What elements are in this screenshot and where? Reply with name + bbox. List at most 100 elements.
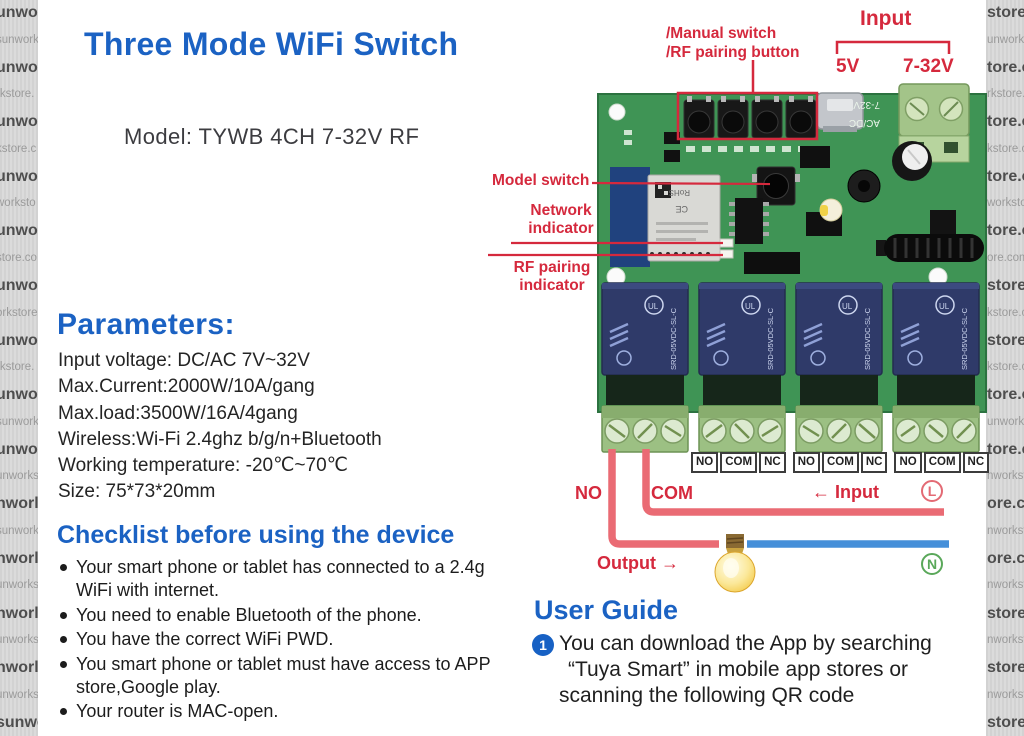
watermark-text: unwo bbox=[0, 276, 38, 294]
manual-buttons bbox=[683, 96, 817, 139]
rf-pairing-annotation: RF pairing indicator bbox=[513, 259, 591, 294]
watermark-text: unworks bbox=[987, 415, 1024, 428]
watermark-text: sunwork bbox=[0, 33, 38, 46]
checklist-item: You need to enable Bluetooth of the phon… bbox=[60, 604, 522, 627]
terminal-label: COM bbox=[821, 452, 859, 473]
watermark-text: unwor bbox=[0, 167, 38, 185]
checklist-item-text: You have the correct WiFi PWD. bbox=[76, 629, 334, 649]
no-wire-label: NO bbox=[575, 483, 602, 503]
silkscreen-acdc: AC/DC bbox=[849, 117, 880, 128]
model-switch-annotation: Model switch bbox=[492, 172, 590, 189]
wiring bbox=[608, 449, 949, 548]
relays: UL SRD-05VDC-SL-C UL SRD-05VDC-SL-C bbox=[601, 282, 980, 405]
checklist-item: Your smart phone or tablet has connected… bbox=[60, 556, 522, 602]
wifi-module: RoHS CE bbox=[610, 167, 721, 267]
watermark-text: worksto bbox=[0, 197, 36, 210]
svg-text:UL: UL bbox=[939, 302, 950, 311]
terminal-label: COM bbox=[923, 452, 961, 473]
checklist: Your smart phone or tablet has connected… bbox=[60, 556, 522, 725]
watermark-strip-left: unwosunworkunworrkstore.unworkstore.cunw… bbox=[0, 0, 38, 736]
com-wire-label: COM bbox=[651, 483, 693, 503]
micro-usb-port bbox=[816, 92, 864, 132]
watermark-text: ore.c bbox=[987, 495, 1024, 513]
user-guide-line: You can download the App by searching bbox=[559, 632, 932, 655]
parameter-line: Working temperature: -20℃~70℃ bbox=[58, 455, 348, 477]
watermark-text: unwo bbox=[0, 331, 38, 349]
watermark-text: nworl bbox=[0, 549, 38, 567]
light-bulb-icon bbox=[714, 534, 756, 593]
watermark-text: tore.c bbox=[987, 440, 1024, 458]
checklist-item: Your router is MAC-open. bbox=[60, 700, 522, 723]
svg-text:SRD-05VDC-SL-C: SRD-05VDC-SL-C bbox=[863, 307, 872, 370]
user-guide-step: 1 You can download the App by searching“… bbox=[532, 631, 1009, 709]
watermark-text: orkstore bbox=[0, 306, 38, 319]
watermark-text: store.co bbox=[0, 251, 37, 264]
terminal-label: NC bbox=[962, 452, 990, 473]
watermark-text: ore.com bbox=[987, 251, 1024, 264]
svg-text:SRD-05VDC-SL-C: SRD-05VDC-SL-C bbox=[669, 307, 678, 370]
checklist-item: You have the correct WiFi PWD. bbox=[60, 628, 522, 651]
bullet-icon bbox=[60, 660, 67, 668]
silkscreen-voltage: 7-32V bbox=[853, 99, 880, 110]
parameter-line: Max.Current:2000W/10A/gang bbox=[58, 376, 315, 398]
watermark-text: sunworks bbox=[0, 415, 38, 428]
model-number: Model: TYWB 4CH 7-32V RF bbox=[124, 124, 420, 149]
watermark-text: tore.c bbox=[987, 167, 1024, 185]
user-guide-heading: User Guide bbox=[534, 595, 679, 625]
model-switch-button bbox=[752, 166, 800, 206]
watermark-text: unwo bbox=[0, 4, 38, 21]
svg-text:UL: UL bbox=[842, 302, 853, 311]
user-guide-text: You can download the App by searching “Tu… bbox=[559, 631, 1009, 709]
watermark-text: store. bbox=[987, 331, 1024, 349]
svg-text:SRD-05VDC-SL-C: SRD-05VDC-SL-C bbox=[960, 307, 969, 370]
output-terminals bbox=[601, 405, 980, 453]
watermark-text: unworks bbox=[0, 470, 38, 483]
terminal-label: NO bbox=[792, 452, 820, 473]
terminal-label: COM bbox=[720, 452, 758, 473]
live-terminal-symbol: L bbox=[921, 480, 943, 502]
watermark-text: unworks bbox=[0, 634, 38, 647]
manual-switch-annotation: /Manual switch /RF pairing button bbox=[666, 25, 800, 61]
svg-text:UL: UL bbox=[745, 302, 756, 311]
watermark-text: unworks bbox=[0, 579, 38, 592]
watermark-text: unworks bbox=[0, 688, 38, 701]
watermark-text: nworl bbox=[0, 604, 38, 622]
checklist-item: You smart phone or tablet must have acce… bbox=[60, 653, 522, 699]
checklist-item-text: Your smart phone or tablet has connected… bbox=[76, 557, 485, 600]
watermark-text: unwor bbox=[0, 58, 38, 76]
watermark-text: unwor bbox=[0, 386, 38, 404]
user-guide-line: “Tuya Smart” in mobile app stores or bbox=[568, 658, 909, 681]
bullet-icon bbox=[60, 636, 67, 643]
watermark-text: nworkst bbox=[987, 579, 1024, 592]
parameter-line: Wireless:Wi-Fi 2.4ghz b/g/n+Bluetooth bbox=[58, 428, 382, 450]
svg-text:SRD-05VDC-SL-C: SRD-05VDC-SL-C bbox=[766, 307, 775, 370]
input-annotation: Input bbox=[860, 7, 912, 30]
watermark-text: store. bbox=[987, 276, 1024, 294]
user-guide-line: scanning the following QR code bbox=[559, 684, 855, 707]
watermark-text: unwor bbox=[0, 440, 38, 458]
terminal-label: NC bbox=[759, 452, 786, 473]
watermark-text: store. bbox=[987, 604, 1024, 622]
checklist-item-text: You smart phone or tablet must have acce… bbox=[76, 653, 491, 697]
network-indicator-annotation: Network indicator bbox=[528, 202, 594, 237]
pcb-photo: 7-32V AC/DC RoHS CE bbox=[488, 40, 987, 593]
watermark-text: store. bbox=[987, 659, 1024, 677]
bullet-icon bbox=[60, 611, 67, 619]
parameter-line: Max.load:3500W/16A/4gang bbox=[58, 402, 298, 424]
watermark-text: ore.c bbox=[987, 549, 1024, 567]
annotation-lines bbox=[488, 40, 951, 257]
watermark-text: store. bbox=[987, 4, 1024, 21]
watermark-text: store. bbox=[987, 713, 1024, 731]
terminal-label: NO bbox=[894, 452, 922, 473]
watermark-text: rkstore. bbox=[0, 88, 35, 101]
watermark-text: rkstore.c bbox=[987, 88, 1024, 101]
watermark-text: unwor bbox=[0, 222, 38, 240]
neutral-terminal-symbol: N bbox=[921, 553, 943, 575]
watermark-text: tore.c bbox=[987, 386, 1024, 404]
input-arrow-label: ← Input bbox=[812, 482, 879, 502]
